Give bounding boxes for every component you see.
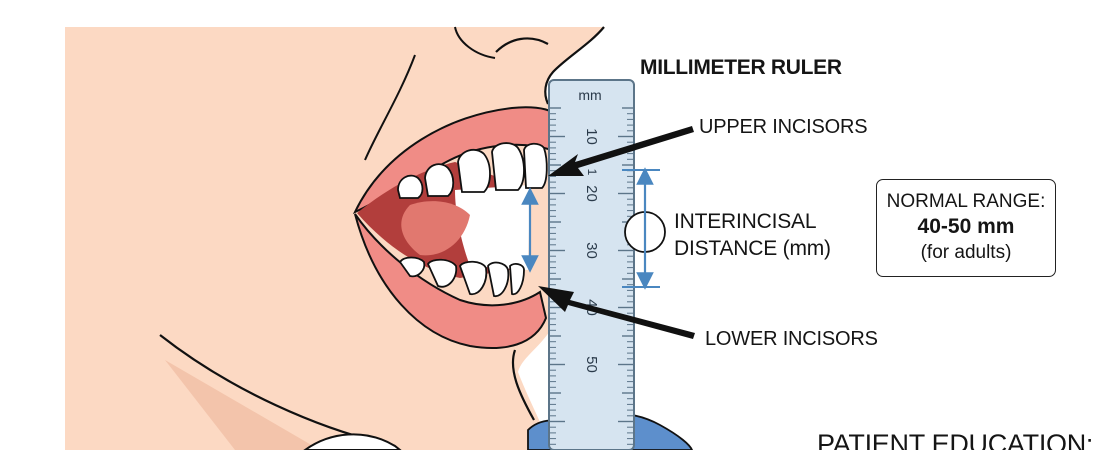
interincisal-line-2: DISTANCE (mm) bbox=[674, 237, 831, 260]
ruler-number: 30 bbox=[583, 242, 600, 259]
normal-range-note: (for adults) bbox=[920, 242, 1012, 263]
collar bbox=[303, 433, 402, 450]
upper-teeth bbox=[397, 142, 548, 199]
upper-tooth bbox=[523, 142, 548, 189]
tongue bbox=[401, 201, 470, 256]
patient-education-title: PATIENT EDUCATION: bbox=[817, 429, 1094, 450]
ruler-number: 10 bbox=[583, 128, 600, 145]
ruler-title: MILLIMETER RULER bbox=[640, 56, 842, 79]
interincisal-distance-label: INTERINCISAL DISTANCE (mm) bbox=[674, 208, 831, 262]
lower-tooth bbox=[487, 261, 510, 297]
interincisal-line-1: INTERINCISAL bbox=[674, 210, 817, 233]
mouth-gap bbox=[455, 185, 530, 270]
normal-range-heading: NORMAL RANGE: bbox=[886, 191, 1046, 212]
millimeter-ruler: mm 1020304050 1 bbox=[548, 79, 666, 450]
lower-incisors-pointer bbox=[538, 286, 695, 339]
upper-tooth bbox=[397, 174, 424, 199]
upper-incisors-label: UPPER INCISORS bbox=[699, 116, 868, 138]
lower-tooth bbox=[426, 258, 458, 288]
lower-teeth bbox=[398, 256, 525, 297]
nose-outline bbox=[544, 26, 605, 105]
nostril-curve bbox=[495, 37, 549, 53]
neck-shadow bbox=[165, 360, 320, 450]
upper-tooth bbox=[491, 142, 525, 191]
normal-range-value: 40-50 mm bbox=[917, 215, 1015, 238]
lower-lip bbox=[354, 213, 548, 349]
ruler-number: 20 bbox=[583, 185, 600, 202]
ruler-number: 50 bbox=[583, 356, 600, 373]
normal-range-box: NORMAL RANGE: 40-50 mm (for adults) bbox=[876, 179, 1056, 277]
lower-tooth bbox=[398, 256, 426, 278]
ruler-partial-number: 1 bbox=[585, 169, 599, 176]
chin-outline bbox=[511, 349, 535, 421]
upper-tooth bbox=[457, 148, 491, 193]
cheek-crease bbox=[364, 54, 416, 161]
upper-incisors-pointer bbox=[548, 126, 694, 176]
lower-tooth bbox=[458, 260, 488, 295]
upper-tooth bbox=[424, 163, 455, 197]
lower-incisors-label: LOWER INCISORS bbox=[705, 328, 878, 350]
nose-top-curve bbox=[454, 26, 496, 59]
ruler-unit-label: mm bbox=[578, 87, 601, 103]
